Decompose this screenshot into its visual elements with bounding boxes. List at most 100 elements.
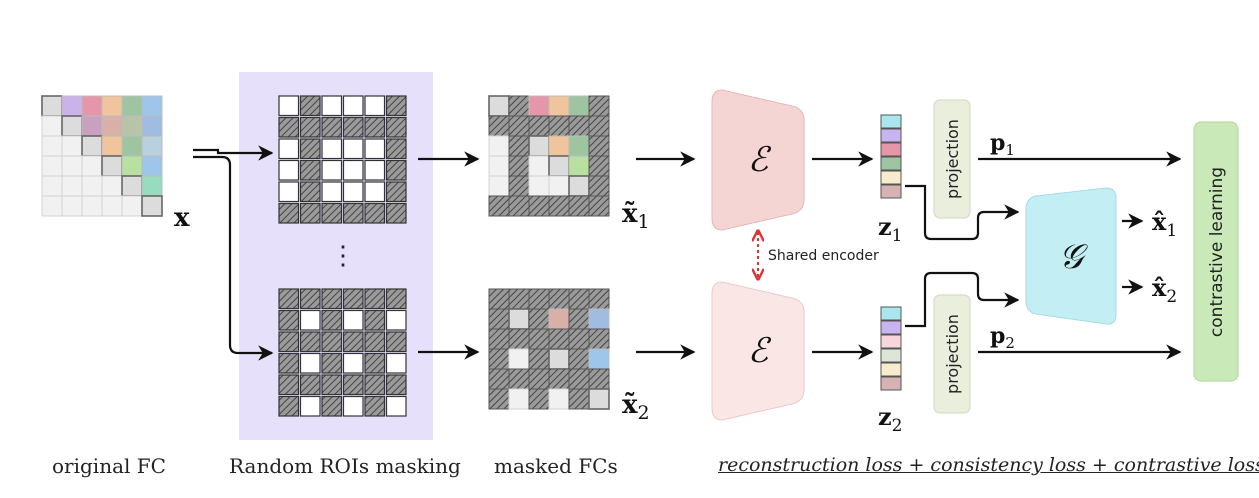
matrix-cell: [568, 288, 590, 310]
mask-cell: [385, 352, 407, 374]
matrix-cell: [508, 175, 530, 197]
matrix-cell: [548, 328, 570, 350]
matrix-cell: [548, 368, 570, 390]
matrix-cell: [528, 115, 550, 137]
embedding-cell: [880, 348, 902, 363]
contrastive-learning-block: [1193, 121, 1239, 382]
matrix-cell: [488, 195, 510, 217]
matrix-cell: [81, 195, 103, 217]
matrix-cell: [528, 308, 550, 330]
label-p2: p2: [990, 323, 1015, 352]
matrix-cell: [121, 155, 143, 177]
matrix-cell: [488, 115, 510, 137]
matrix-cell: [548, 308, 570, 330]
mask-cell: [278, 159, 300, 181]
matrix-cell: [588, 368, 610, 390]
matrix-cell: [548, 195, 570, 217]
matrix-cell: [101, 135, 123, 157]
matrix-cell: [61, 195, 83, 217]
matrix-cell: [141, 175, 163, 197]
matrix-cell: [508, 195, 530, 217]
mask-cell: [364, 395, 386, 417]
matrix-cell: [41, 175, 63, 197]
caption-original-fc: original FC: [52, 454, 166, 478]
matrix-cell: [488, 348, 510, 370]
masked-fc-matrix-1: [488, 95, 610, 217]
mask-cell: [299, 309, 321, 331]
matrix-cell: [121, 95, 143, 117]
mask-cell: [364, 202, 386, 224]
embedding-cell: [880, 114, 902, 129]
matrix-cell: [568, 155, 590, 177]
mask-cell: [299, 95, 321, 117]
matrix-cell: [588, 135, 610, 157]
mask-cell: [364, 138, 386, 160]
matrix-cell: [588, 155, 610, 177]
matrix-cell: [588, 288, 610, 310]
embedding-cell: [880, 170, 902, 185]
matrix-cell: [588, 175, 610, 197]
matrix-cell: [121, 195, 143, 217]
mask-cell: [278, 95, 300, 117]
mask-cell: [342, 374, 364, 396]
mask-cell: [299, 202, 321, 224]
matrix-cell: [568, 308, 590, 330]
encoder-block-2: [711, 281, 805, 421]
matrix-cell: [568, 348, 590, 370]
label-z1: z1: [878, 212, 902, 246]
contrastive-learning-label: contrastive learning: [1207, 167, 1227, 337]
embedding-z2: [880, 306, 902, 391]
mask-cell: [278, 309, 300, 331]
mask-cell: [342, 181, 364, 203]
matrix-cell: [528, 155, 550, 177]
label-x: x: [174, 203, 190, 233]
matrix-cell: [548, 288, 570, 310]
matrix-cell: [548, 175, 570, 197]
mask-cell: [299, 352, 321, 374]
matrix-cell: [488, 288, 510, 310]
caption-random-masking: Random ROIs masking: [229, 454, 461, 478]
mask-cell: [278, 116, 300, 138]
matrix-cell: [508, 288, 530, 310]
matrix-cell: [61, 175, 83, 197]
arrow-z2-to-generator: [905, 271, 1020, 328]
matrix-cell: [61, 155, 83, 177]
mask-cell: [385, 288, 407, 310]
mask-cell: [278, 352, 300, 374]
encoder-symbol-2: ℰ: [748, 331, 772, 371]
mask-cell: [321, 352, 343, 374]
matrix-cell: [101, 155, 123, 177]
mask-cell: [385, 374, 407, 396]
matrix-cell: [508, 115, 530, 137]
mask-cell: [299, 159, 321, 181]
matrix-cell: [508, 328, 530, 350]
mask-cell: [364, 288, 386, 310]
mask-cell: [299, 331, 321, 353]
mask-cell: [342, 288, 364, 310]
mask-cell: [364, 374, 386, 396]
matrix-cell: [488, 175, 510, 197]
mask-cell: [342, 202, 364, 224]
matrix-cell: [528, 328, 550, 350]
matrix-cell: [508, 95, 530, 117]
mask-cell: [321, 395, 343, 417]
matrix-cell: [488, 328, 510, 350]
matrix-cell: [101, 195, 123, 217]
mask-cell: [385, 95, 407, 117]
matrix-cell: [488, 388, 510, 410]
mask-cell: [342, 331, 364, 353]
matrix-cell: [568, 388, 590, 410]
mask-cell: [299, 374, 321, 396]
mask-pattern-bottom: [278, 288, 407, 417]
mask-cell: [364, 352, 386, 374]
matrix-cell: [528, 135, 550, 157]
mask-cell: [278, 331, 300, 353]
arrow-z1-to-generator: [905, 184, 1020, 241]
mask-cell: [364, 116, 386, 138]
matrix-cell: [61, 95, 83, 117]
matrix-cell: [101, 115, 123, 137]
mask-cell: [364, 95, 386, 117]
embedding-cell: [880, 128, 902, 143]
split-arrow-top: [193, 145, 274, 161]
